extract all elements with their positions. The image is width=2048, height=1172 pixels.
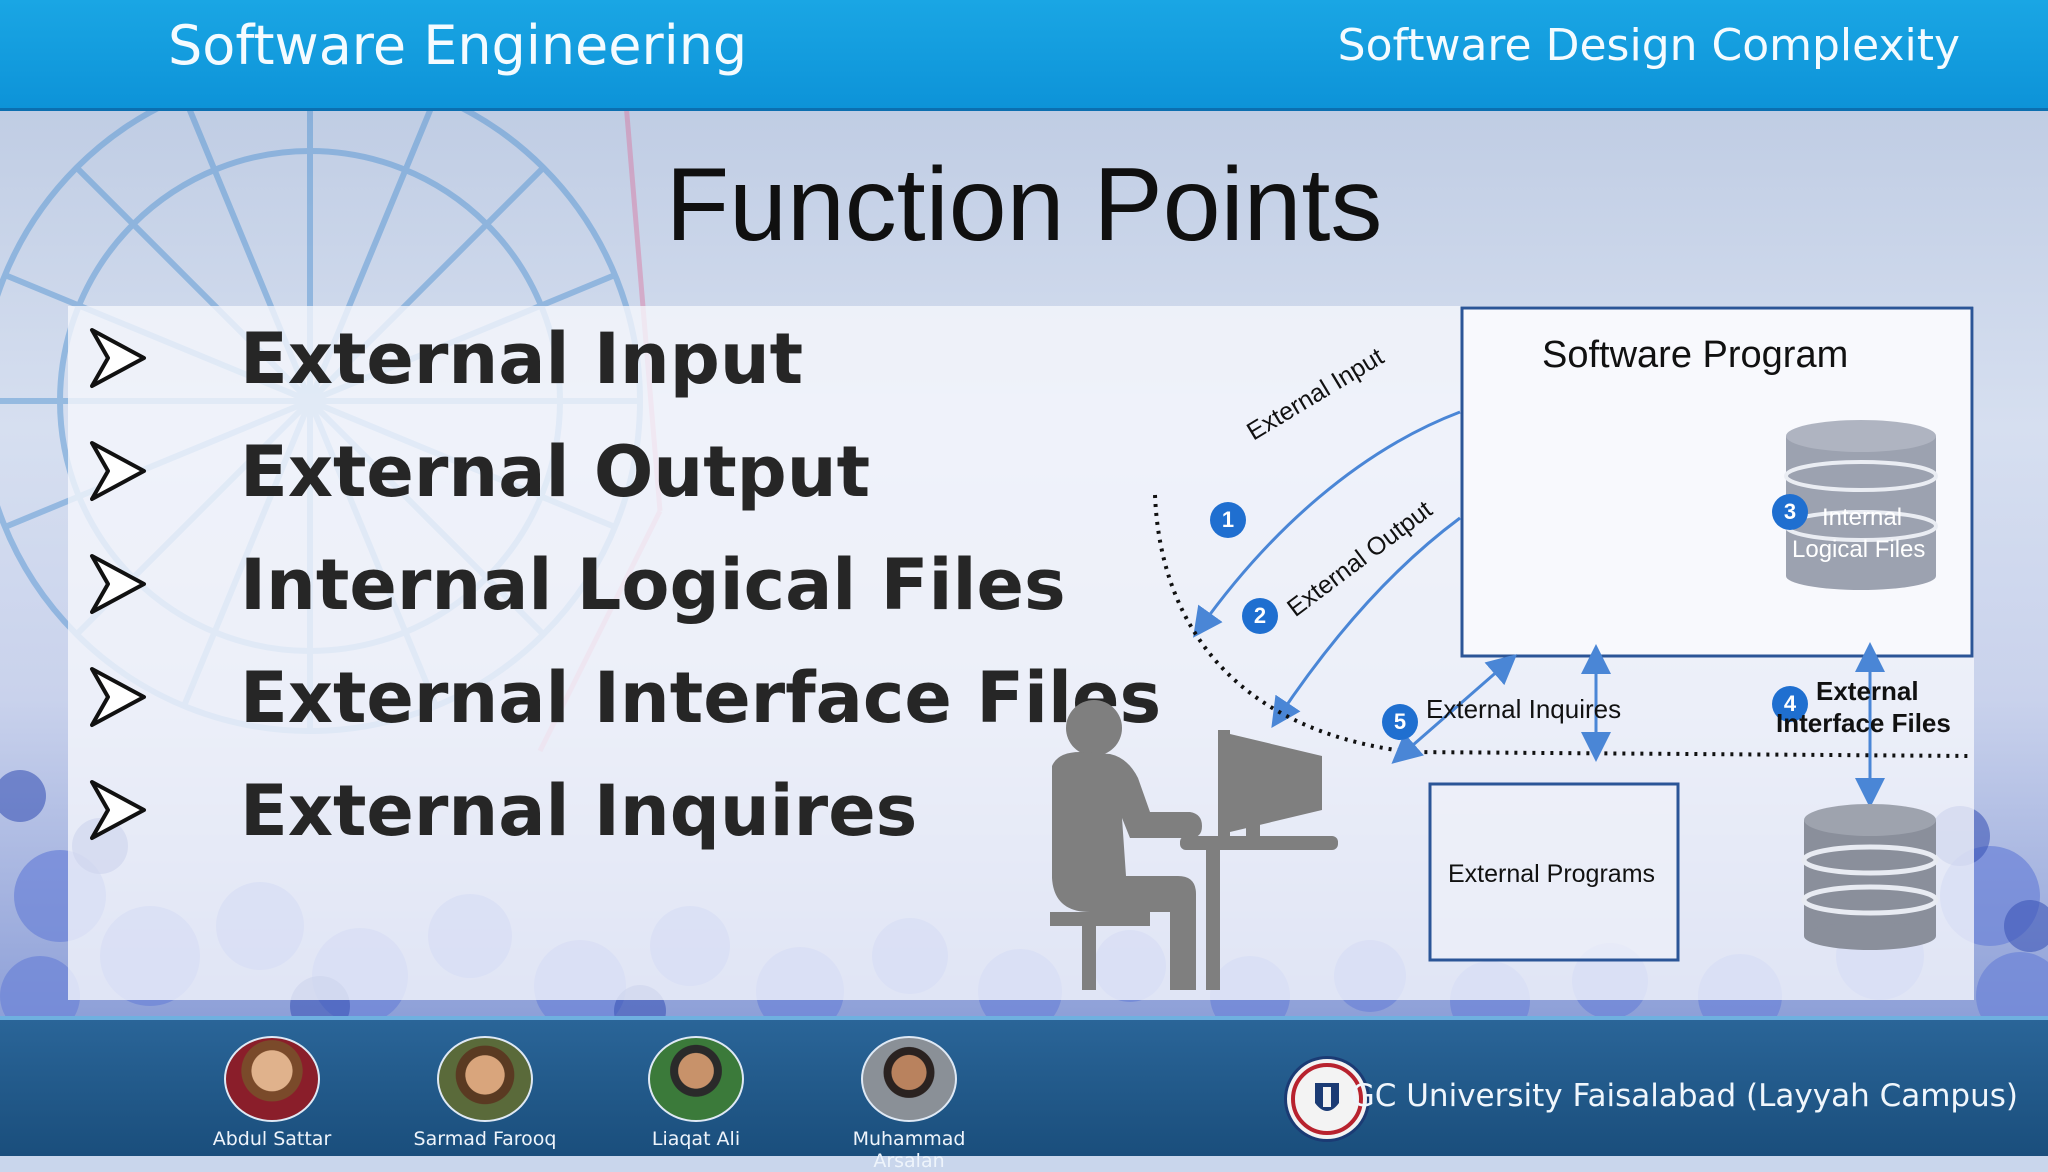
interface-files-label-line2: Interface Files — [1776, 708, 1951, 738]
user-at-computer-icon — [1050, 700, 1338, 990]
avatar — [437, 1036, 533, 1122]
bullet-item: External Interface Files — [88, 651, 1161, 764]
bullet-list: External Input External Output Internal … — [88, 312, 1161, 877]
avatar — [224, 1036, 320, 1122]
external-output-arrow — [1271, 516, 1461, 728]
arrowhead-bullet-icon — [90, 328, 146, 388]
arrowhead-bullet-icon — [90, 667, 146, 727]
diagram-graphics — [1050, 306, 1974, 990]
number-badge-4: 4 — [1772, 686, 1808, 722]
bullet-item: External Output — [88, 425, 1088, 538]
university-seal-icon — [1284, 1056, 1370, 1142]
avatar — [648, 1036, 744, 1122]
bullet-text: External Interface Files — [240, 657, 1162, 739]
header-bar: Software Engineering Software Design Com… — [0, 0, 2048, 111]
external-input-arrow — [1193, 410, 1461, 638]
member-name: Muhammad Arsalan — [852, 1128, 966, 1172]
bullet-text: External Inquires — [240, 770, 918, 852]
number-badge-5: 5 — [1382, 704, 1418, 740]
team-member: Sarmad Farooq — [390, 1036, 580, 1150]
university-seal-graphic — [1291, 1063, 1363, 1135]
internal-files-label-line2: Logical Files — [1792, 536, 1926, 563]
arrowhead-bullet-icon — [90, 780, 146, 840]
bullet-item: External Input — [88, 312, 1088, 425]
slide-title: Function Points — [665, 147, 1383, 263]
number-badge-3: 3 — [1772, 494, 1808, 530]
member-name: Abdul Sattar — [212, 1128, 332, 1150]
member-name: Sarmad Farooq — [413, 1128, 557, 1150]
arrowhead-bullet-icon — [90, 554, 146, 614]
internal-files-label-line1: Internal — [1822, 504, 1903, 531]
bullet-text: Internal Logical Files — [240, 544, 1066, 626]
bullet-item: Internal Logical Files — [88, 538, 1088, 651]
external-programs-box — [1428, 782, 1680, 962]
member-name: Liaqat Ali — [651, 1128, 741, 1150]
bullet-text: External Input — [240, 318, 804, 400]
number-badge-1: 1 — [1210, 502, 1246, 538]
system-boundary — [1153, 494, 1971, 758]
topic-title: Software Design Complexity — [1337, 20, 1960, 71]
team-member: Liaqat Ali — [601, 1036, 791, 1150]
software-program-label: Software Program — [1542, 334, 1849, 376]
bullet-text: External Output — [240, 431, 871, 513]
arrowhead-bullet-icon — [90, 441, 146, 501]
interface-files-label-line1: External — [1816, 676, 1919, 706]
function-points-diagram: Software Program External Input External… — [1030, 300, 1990, 1000]
external-inquires-label: External Inquires — [1426, 694, 1622, 724]
bullet-item: External Inquires — [88, 764, 1088, 877]
number-badge-2: 2 — [1242, 598, 1278, 634]
avatar — [861, 1036, 957, 1122]
footer-bar — [0, 1016, 2048, 1156]
team-member: Abdul Sattar — [177, 1036, 367, 1150]
external-database-icon — [1801, 804, 1939, 950]
internal-database-icon — [1784, 420, 1938, 590]
external-inquires-arrow — [1391, 654, 1518, 764]
external-programs-label: External Programs — [1448, 860, 1656, 888]
university-name: GC University Faisalabad (Layyah Campus) — [1350, 1078, 2018, 1114]
course-title: Software Engineering — [168, 14, 748, 77]
team-member: Muhammad Arsalan — [814, 1036, 1004, 1172]
